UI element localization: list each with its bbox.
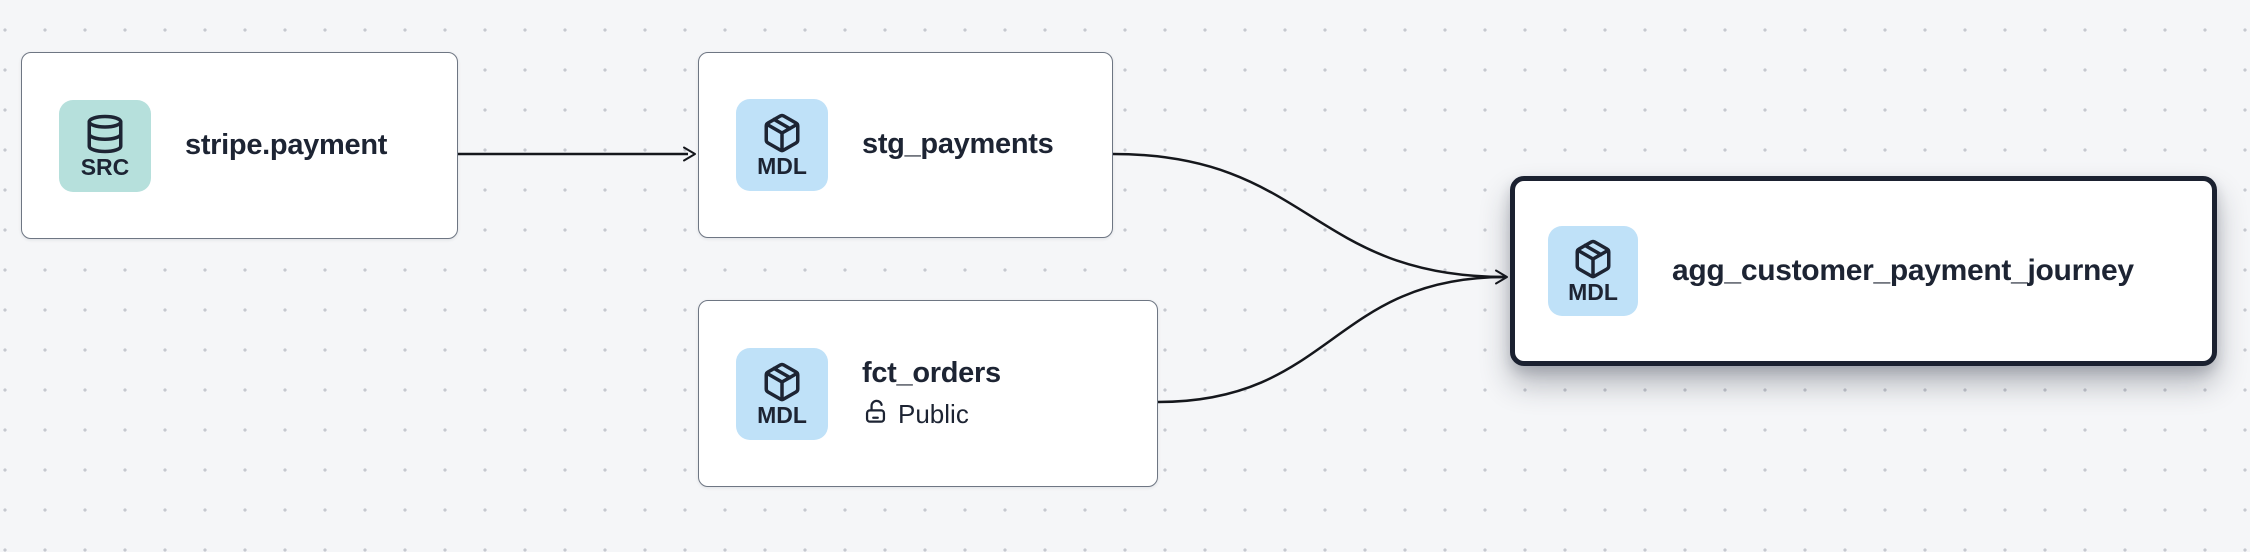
cube-icon <box>761 112 803 154</box>
cube-icon <box>1572 238 1614 280</box>
badge-abbr: MDL <box>1568 279 1618 305</box>
arrowhead-icon <box>1495 269 1508 285</box>
access-label: Public <box>898 398 969 429</box>
lock-open-icon <box>862 398 889 430</box>
source-type-badge: SRC <box>59 99 151 192</box>
badge-abbr: SRC <box>80 153 130 180</box>
node-fct-orders[interactable]: MDL fct_orders Public <box>698 300 1158 487</box>
node-label: fct_orders <box>862 357 1001 390</box>
node-label: agg_customer_payment_journey <box>1672 253 2134 287</box>
node-stg-payments[interactable]: MDL stg_payments <box>698 52 1113 238</box>
badge-abbr: MDL <box>757 153 807 179</box>
badge-abbr: MDL <box>757 401 807 428</box>
node-label: stripe.payment <box>185 128 388 161</box>
model-type-badge: MDL <box>736 347 828 440</box>
model-type-badge: MDL <box>1548 226 1638 316</box>
edge-stg-to-agg <box>1112 152 1506 279</box>
model-type-badge: MDL <box>736 99 828 191</box>
node-agg-customer-payment-journey[interactable]: MDL agg_customer_payment_journey <box>1510 176 2217 366</box>
edge-fct-to-agg <box>1157 275 1506 404</box>
arrowhead-icon <box>683 146 696 162</box>
database-icon <box>84 113 126 155</box>
node-stripe-payment[interactable]: SRC stripe.payment <box>21 52 458 239</box>
cube-icon <box>761 361 803 403</box>
node-label: stg_payments <box>862 128 1054 161</box>
